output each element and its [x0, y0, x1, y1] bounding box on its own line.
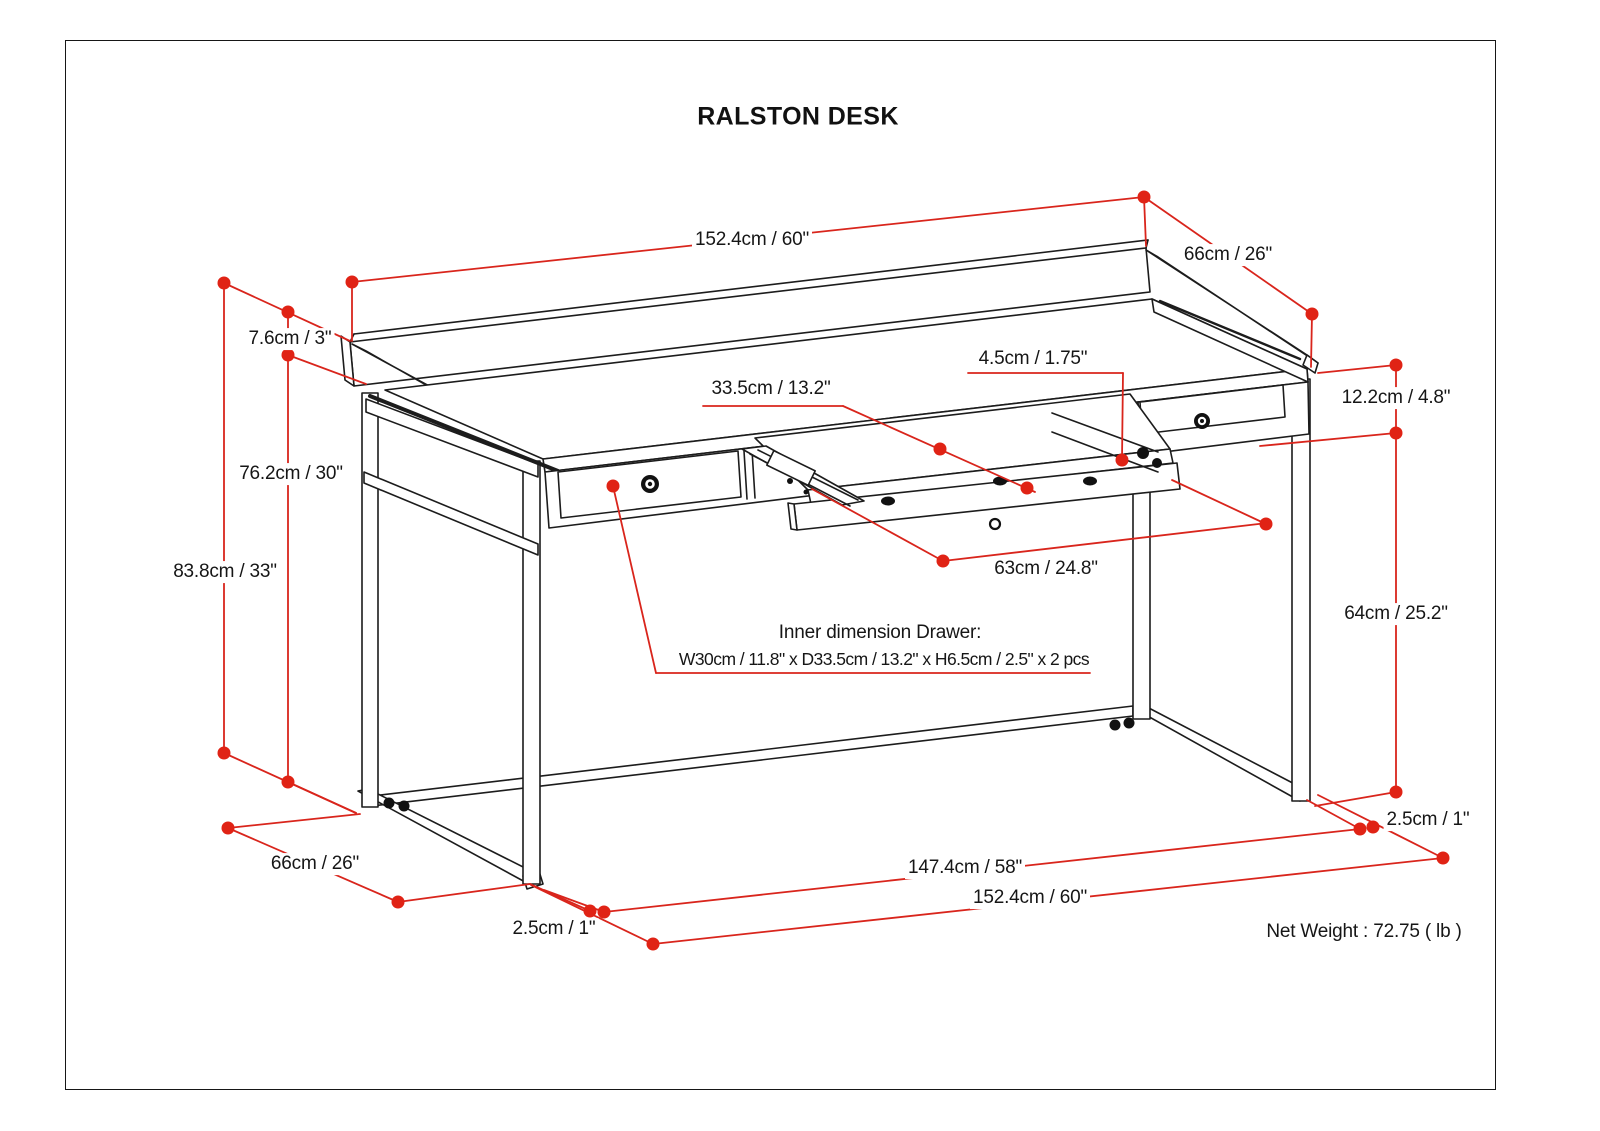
- left-drawer: [557, 450, 742, 519]
- net-weight: Net Weight : 72.75 ( lb ): [1266, 921, 1462, 943]
- dim-total-height: 83.8cm / 33": [170, 561, 280, 583]
- dim-depth-top: 66cm / 26": [1180, 244, 1276, 266]
- dimension-dots: [217, 190, 1450, 951]
- dim-tray-depth: 33.5cm / 13.2": [711, 378, 831, 400]
- front-left-leg: [522, 460, 541, 885]
- keyboard-tray: [754, 393, 1181, 531]
- dim-clearance-height: 64cm / 25.2": [1341, 603, 1451, 625]
- page-title: RALSTON DESK: [697, 102, 899, 131]
- drawer-note-detail: W30cm / 11.8" x D33.5cm / 13.2" x H6.5cm…: [675, 648, 1093, 670]
- left-side-rails: [363, 398, 539, 556]
- right-floor-runner: [1134, 705, 1309, 802]
- stretcher-bar: [371, 705, 1134, 807]
- dim-hutch-height: 7.6cm / 3": [245, 328, 335, 350]
- dim-depth-bottom: 66cm / 26": [267, 853, 363, 875]
- dim-desktop-height: 76.2cm / 30": [236, 463, 346, 485]
- dim-floor-width-outer: 152.4cm / 60": [970, 887, 1090, 909]
- floor-glides: [383, 717, 1135, 812]
- drawer-note-title: Inner dimension Drawer:: [775, 622, 985, 644]
- back-left-leg: [361, 392, 379, 808]
- border-frame: [65, 40, 1496, 1090]
- tray-slide-left: [741, 445, 865, 507]
- dim-leg-left: 2.5cm / 1": [509, 918, 599, 940]
- tray-hardware: [881, 447, 1162, 531]
- right-drawer: [1139, 384, 1286, 435]
- dim-tray-width: 63cm / 24.8": [991, 558, 1101, 580]
- dim-width-top: 152.4cm / 60": [692, 229, 812, 251]
- hutch-rail: [340, 239, 1151, 387]
- dim-tray-thickness: 4.5cm / 1.75": [978, 348, 1088, 370]
- dim-leg-right: 2.5cm / 1": [1383, 809, 1473, 831]
- dim-rail-drop: 12.2cm / 4.8": [1338, 387, 1454, 409]
- dim-floor-width-inner: 147.4cm / 58": [905, 857, 1025, 879]
